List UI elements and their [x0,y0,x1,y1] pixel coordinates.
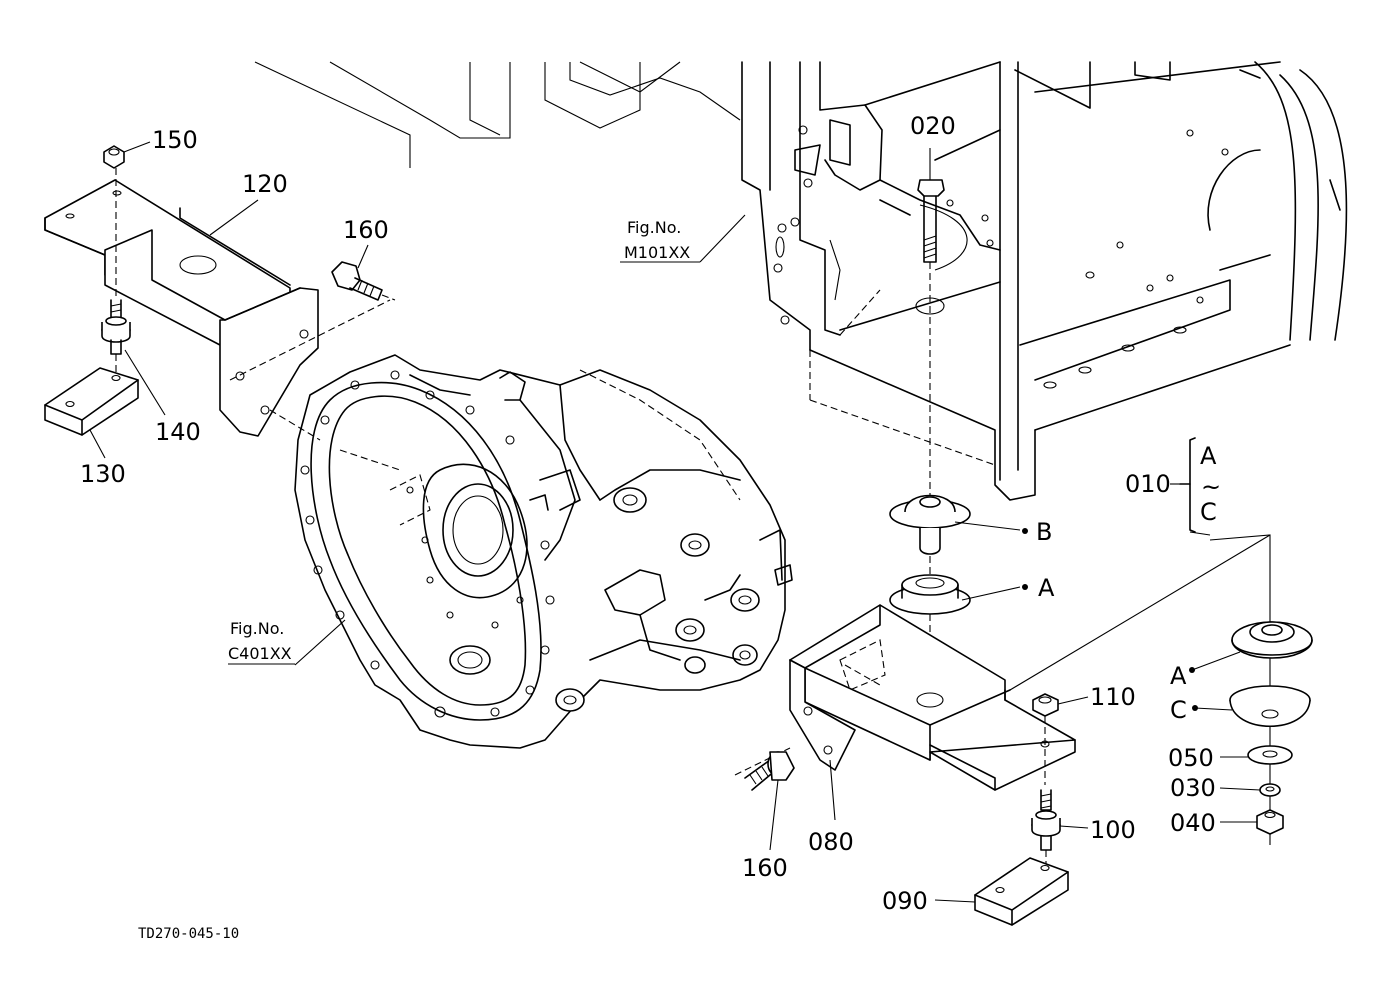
cushion-a-upper [889,574,971,690]
fig-ref-m-label: Fig.No. [627,218,681,237]
figure-references: Fig.No. M101XX Fig.No. C401XX [228,218,690,663]
leader-lines [89,141,1261,903]
callout-a-top: A [1038,574,1055,602]
bolt-160-upper [331,261,396,301]
nut-110 [1032,693,1059,785]
label-090: 090 [882,887,928,915]
range-start: A [1200,442,1217,470]
fig-ref-c-number: C401XX [228,644,292,663]
rubber-100 [1031,789,1061,868]
label-100: 100 [1090,816,1136,844]
label-160-upper: 160 [343,216,389,244]
label-040: 040 [1170,809,1216,837]
nut-150 [103,145,125,300]
label-110: 110 [1090,683,1136,711]
bolt-020 [917,179,945,495]
label-080: 080 [808,828,854,856]
label-020: 020 [910,112,956,140]
label-010: 010 [1125,470,1171,498]
callout-b-top: B [1036,518,1052,546]
label-140: 140 [155,418,201,446]
range-tilde: ~ [1201,473,1221,501]
label-150: 150 [152,126,198,154]
rubber-140 [101,299,131,375]
bolt-160-lower [744,751,795,791]
label-160-lower: 160 [742,854,788,882]
drawing-code: TD270-045-10 [138,926,239,942]
callout-c-side: C [1170,696,1187,724]
callout-a-side: A [1170,662,1187,690]
frame-m101xx [741,61,1348,501]
bracket-080 [734,604,1076,791]
mount-kit-stack [1009,534,1313,845]
label-120: 120 [242,170,288,198]
frame-outline-top [254,61,741,168]
transmission-case-c401xx [294,354,793,749]
label-050: 050 [1168,744,1214,772]
label-030: 030 [1170,774,1216,802]
cushion-b [889,494,971,580]
part-labels: 150 120 160 140 130 020 010 110 050 030 … [80,112,1216,915]
block-090 [974,857,1069,926]
fig-ref-c-label: Fig.No. [230,619,284,638]
label-130: 130 [80,460,126,488]
range-bracket-010 [1179,437,1211,536]
bracket-120 [44,179,391,441]
range-end: C [1200,498,1217,526]
block-130 [44,367,139,436]
callout-letters: B A A C A ~ C [1036,442,1221,724]
fig-ref-m-number: M101XX [624,243,690,262]
